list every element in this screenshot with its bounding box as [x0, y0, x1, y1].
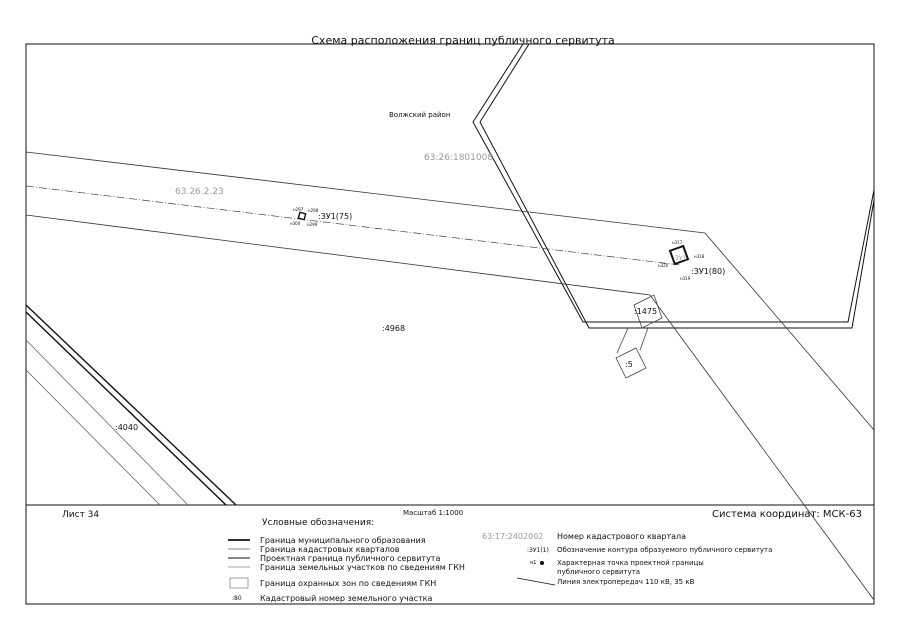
zu1-75-label: :ЗУ1(75): [318, 212, 352, 221]
strip-right-edge: [704, 232, 875, 431]
legend-item: Номер кадастрового квартала: [557, 532, 686, 541]
legend-item: Граница кадастровых кварталов: [260, 545, 400, 554]
power-line-label: 63.26.2.23: [175, 187, 224, 197]
municipal-boundary-outer: [472, 43, 875, 323]
legend-symbol-power-line: [516, 577, 556, 586]
point-label: н318: [694, 254, 705, 259]
parcel-5-label: :5: [625, 360, 633, 369]
legend-title: Условные обозначения:: [262, 518, 374, 528]
power-line: [25, 185, 681, 266]
point-label: н320: [658, 263, 669, 268]
district-label: Волжский район: [389, 111, 450, 119]
zu1-80-label: :ЗУ1(80): [691, 267, 725, 276]
diagonal-strip-4: [25, 369, 161, 506]
legend-item: публичного сервитута: [557, 568, 640, 576]
map-frame: [25, 43, 875, 605]
municipal-boundary-inner: [479, 43, 875, 329]
diagonal-strip-1: [25, 304, 237, 506]
parcel-5-connector: [616, 327, 629, 354]
sheet-label: Лист 34: [62, 510, 99, 520]
point-label: н298: [308, 208, 319, 213]
point-label: н319: [680, 276, 691, 281]
point-label: н297: [293, 207, 304, 212]
parcel-1475-shape: [633, 294, 663, 329]
zu1-small-label: :ЗУ1: [673, 255, 687, 262]
legend-sample-contour: :ЗУ1(1): [527, 547, 549, 554]
strip-bottom-edge: [25, 214, 651, 296]
strip-bottom-right: [649, 294, 875, 601]
legend-item: Граница муниципального образования: [260, 536, 426, 545]
legend-item: Обозначение контура образуемого публично…: [557, 546, 772, 554]
legend-symbol-protection-zone: [229, 577, 249, 589]
parcel-5-connector-2: [639, 327, 649, 351]
parcel-4040-label: :4040: [115, 423, 138, 432]
parcel-4968-label: :4968: [382, 324, 405, 333]
legend-sample-quarter: 63:17:2402002: [482, 532, 543, 541]
zu1-75-contour: [297, 211, 307, 221]
legend-item: Линия электропередач 110 кВ, 35 кВ: [557, 578, 695, 586]
diagonal-strip-2: [25, 311, 227, 506]
legend-item: Характерная точка проектной границы: [557, 559, 704, 567]
parcel-1475-label: :1475: [634, 307, 657, 316]
coord-system-label: Система координат: МСК-63: [712, 509, 862, 520]
legend-sample-parcel: :80: [232, 595, 242, 602]
legend-item: Кадастровый номер земельного участка: [260, 594, 433, 603]
legend-sample-point: н1: [530, 560, 536, 566]
legend-item: Проектная граница публичного сервитута: [260, 554, 440, 563]
point-label: н299: [307, 222, 318, 227]
point-label: н300: [290, 221, 301, 226]
zu1-80-contour: [668, 244, 690, 266]
parcel-5-shape: [615, 347, 647, 379]
quarter-number-label: 63:26:1801008: [424, 153, 493, 163]
scale-label: Масштаб 1:1000: [403, 509, 463, 517]
legend-item: Граница земельных участков по сведениям …: [260, 563, 465, 572]
strip-top-edge: [25, 151, 706, 234]
point-label: н317: [672, 240, 683, 245]
legend-point-icon: [540, 561, 544, 565]
map-title: Схема расположения границ публичного сер…: [311, 34, 615, 47]
legend-item: Граница охранных зон по сведениям ГКН: [260, 579, 436, 588]
diagonal-strip-3: [25, 339, 189, 506]
